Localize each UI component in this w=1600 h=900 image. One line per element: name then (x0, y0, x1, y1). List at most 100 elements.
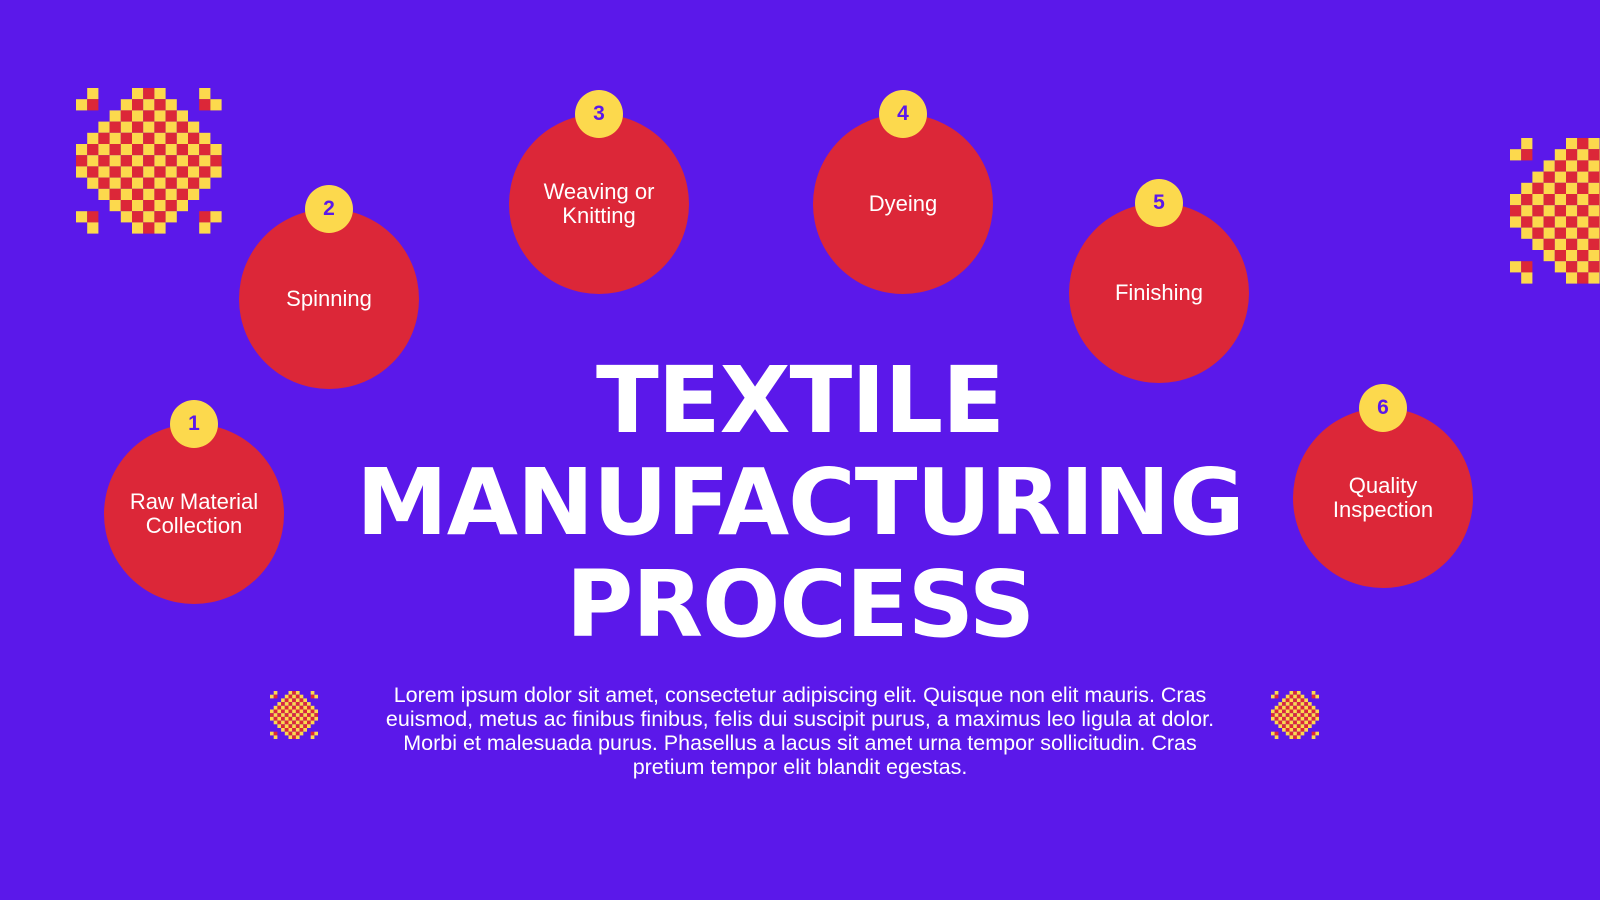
pattern-pixel (1296, 705, 1301, 710)
pattern-pixel (1300, 724, 1305, 728)
pattern-pixel (1300, 709, 1305, 714)
pattern-pixel (143, 132, 155, 144)
pattern-pixel (1521, 194, 1533, 206)
pattern-pixel (292, 698, 296, 703)
pattern-pixel (292, 735, 296, 739)
pattern-pixel (176, 110, 188, 122)
pattern-pixel (277, 724, 282, 728)
pattern-pixel (87, 144, 99, 156)
pattern-pixel (109, 110, 121, 122)
pattern-pixel (210, 144, 222, 156)
pattern-pixel (109, 166, 121, 178)
pattern-pixel (1289, 709, 1294, 714)
pattern-pixel (143, 200, 155, 212)
pattern-pixel (98, 132, 110, 144)
pattern-pixel (143, 166, 155, 178)
pattern-pixel (273, 716, 278, 721)
pattern-pixel (1566, 250, 1578, 262)
pattern-pixel (165, 166, 177, 178)
pattern-pixel (281, 720, 285, 725)
step-number-badge: 1 (170, 400, 218, 448)
pattern-pixel (273, 720, 278, 725)
pattern-pixel (1285, 698, 1290, 703)
pattern-pixel (1289, 716, 1294, 721)
pattern-pixel (98, 155, 110, 167)
pattern-pixel (120, 177, 132, 189)
pattern-pixel (295, 702, 300, 706)
pattern-pixel (273, 691, 278, 695)
pattern-pixel (1577, 227, 1589, 239)
pattern-pixel (292, 705, 296, 710)
pattern-pixel (277, 713, 282, 717)
step-label: Finishing (1114, 280, 1204, 305)
pattern-pixel (295, 728, 300, 732)
pattern-pixel (1271, 709, 1275, 714)
pattern-pixel (299, 716, 304, 721)
pattern-pixel (1304, 709, 1308, 714)
pattern-pixel (1285, 724, 1290, 728)
pattern-pixel (1311, 720, 1316, 725)
pattern-pixel (1300, 713, 1305, 717)
pattern-pixel (1271, 713, 1275, 717)
pattern-pixel (176, 177, 188, 189)
pattern-pixel (154, 200, 166, 212)
pattern-pixel (1588, 160, 1600, 172)
pattern-pixel (1289, 735, 1294, 739)
pattern-pixel (1282, 716, 1286, 721)
pattern-pixel (76, 211, 88, 223)
pattern-pixel (273, 694, 278, 699)
pattern-pixel (1588, 194, 1600, 206)
pattern-pixel (281, 705, 285, 710)
pattern-pixel (1296, 728, 1301, 732)
pattern-pixel (132, 88, 144, 100)
pattern-pixel (1296, 735, 1301, 739)
small-pixel-pattern-decoration (1271, 691, 1319, 739)
pattern-pixel (1285, 716, 1290, 721)
pattern-pixel (295, 731, 300, 736)
pattern-pixel (299, 694, 304, 699)
pattern-pixel (277, 716, 282, 721)
pattern-pixel (143, 110, 155, 122)
pattern-pixel (284, 694, 289, 699)
pattern-pixel (1554, 149, 1566, 161)
pattern-pixel (1285, 728, 1290, 732)
step-label: Spinning (286, 286, 372, 311)
pattern-pixel (1311, 713, 1316, 717)
pattern-pixel (299, 702, 304, 706)
pattern-pixel (277, 705, 282, 710)
pattern-pixel (176, 132, 188, 144)
pattern-pixel (284, 716, 289, 721)
pattern-pixel (1311, 716, 1316, 721)
pattern-pixel (273, 713, 278, 717)
pattern-pixel (1543, 160, 1555, 172)
pattern-pixel (1521, 216, 1533, 228)
pattern-pixel (303, 716, 307, 721)
pattern-pixel (307, 724, 311, 728)
pattern-pixel (288, 728, 293, 732)
pattern-pixel (109, 155, 121, 167)
pattern-pixel (154, 144, 166, 156)
pattern-pixel (299, 724, 304, 728)
pattern-pixel (1311, 735, 1316, 739)
step-number-badge: 3 (575, 90, 623, 138)
pattern-pixel (154, 166, 166, 178)
pattern-pixel (1296, 702, 1301, 706)
pattern-pixel (1274, 720, 1279, 725)
pattern-pixel (188, 132, 200, 144)
pattern-pixel (1285, 713, 1290, 717)
pattern-pixel (1566, 272, 1578, 284)
pattern-pixel (1285, 694, 1290, 699)
step-label: Raw Material Collection (129, 489, 259, 538)
pattern-pixel (98, 188, 110, 200)
pattern-pixel (1296, 691, 1301, 695)
pattern-pixel (277, 702, 282, 706)
pattern-pixel (273, 735, 278, 739)
pattern-pixel (299, 698, 304, 703)
pattern-pixel (1293, 720, 1297, 725)
pattern-pixel (292, 702, 296, 706)
pattern-pixel (132, 99, 144, 111)
pattern-pixel (1282, 709, 1286, 714)
pattern-pixel (1510, 205, 1522, 217)
pattern-pixel (1577, 261, 1589, 273)
